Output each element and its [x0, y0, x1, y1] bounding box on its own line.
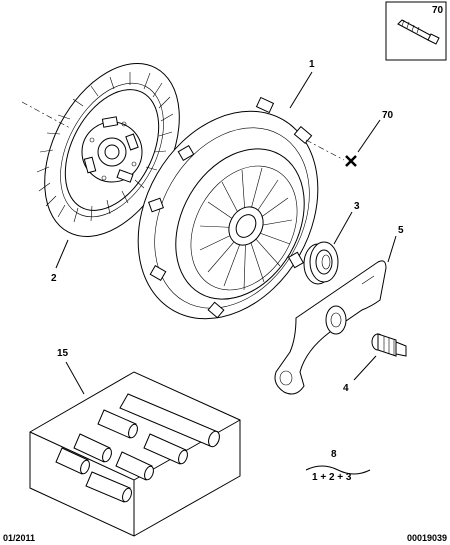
clutch-disc: [21, 62, 180, 238]
svg-text:3: 3: [354, 201, 360, 212]
footer-reference: 00019039: [407, 533, 447, 543]
svg-text:5: 5: [398, 225, 404, 236]
pressure-plate: [137, 96, 319, 320]
bushes-kit-box: [29, 371, 241, 537]
callout-1: 1: [289, 59, 315, 109]
bolt-position-marker-icon: [345, 155, 357, 167]
callout-4: 4: [343, 355, 377, 394]
release-bearing: [303, 241, 339, 285]
footer-date: 01/2011: [3, 533, 35, 543]
inset-callout-70: 70: [432, 5, 444, 16]
svg-text:1: 1: [309, 59, 315, 70]
callout-5: 5: [387, 225, 404, 263]
release-fork: [274, 260, 387, 395]
bush-kit-parts: [55, 393, 220, 503]
pivot-stud: [371, 333, 407, 357]
svg-text:15: 15: [57, 348, 69, 359]
callout-15: 15: [57, 348, 85, 395]
callout-8: 8: [331, 449, 337, 460]
cover-bolt: 70: [305, 110, 394, 167]
svg-text:4: 4: [343, 383, 349, 394]
bolt-icon: [397, 19, 440, 45]
clutch-kit-formula: 8 1 + 2 + 3: [305, 449, 371, 483]
callout-70: 70: [382, 110, 394, 121]
callout-2: 2: [51, 239, 69, 284]
kit-formula-text: 1 + 2 + 3: [312, 472, 352, 483]
svg-text:2: 2: [51, 273, 57, 284]
callout-3: 3: [333, 201, 360, 245]
bolt-inset-box: 70: [385, 1, 447, 61]
